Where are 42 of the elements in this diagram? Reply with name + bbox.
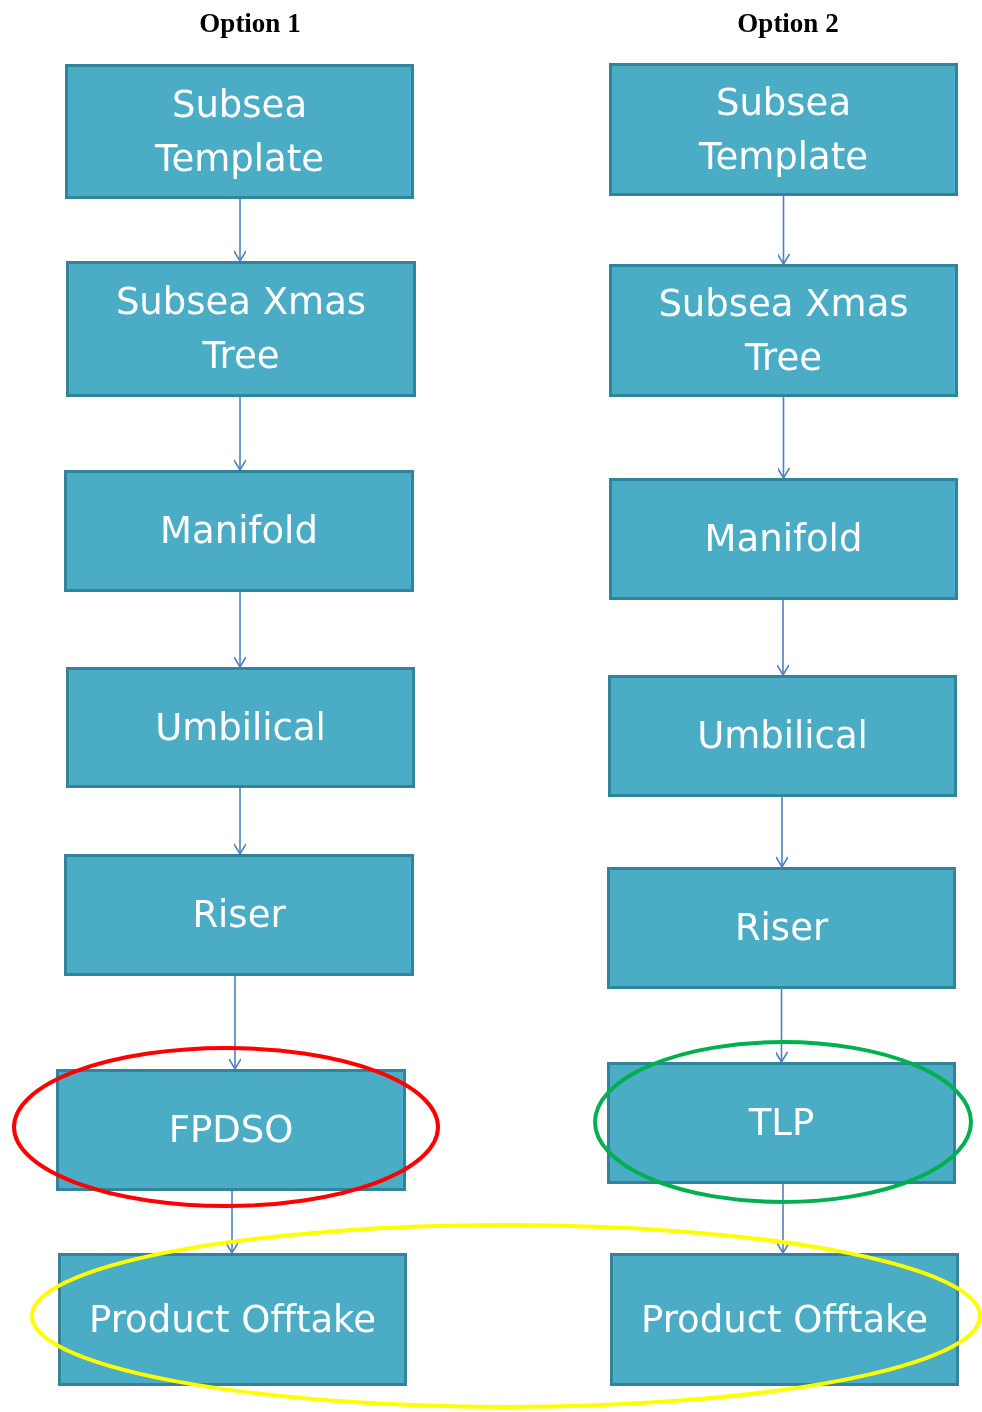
box-label: Subsea Template — [154, 81, 325, 182]
arrow — [228, 975, 242, 1070]
arrow — [776, 1183, 790, 1254]
process-box — [64, 470, 414, 592]
arrow — [233, 396, 247, 471]
process-box — [66, 667, 415, 788]
process-box — [609, 63, 958, 196]
box-label: Riser — [191, 892, 287, 939]
process-box — [56, 1069, 406, 1191]
process-box — [607, 1062, 956, 1184]
box-label: Umbilical — [696, 713, 869, 760]
arrow — [225, 1190, 239, 1254]
column-heading: Option 1 — [199, 8, 301, 39]
arrow — [233, 787, 247, 855]
arrow — [776, 396, 791, 479]
box-label: Subsea Xmas Tree — [114, 279, 368, 379]
process-box — [65, 64, 414, 199]
arrow — [775, 796, 789, 868]
box-label: TLP — [747, 1100, 816, 1147]
process-box — [66, 261, 416, 397]
box-label: Subsea Xmas Tree — [657, 280, 910, 381]
process-box — [608, 675, 957, 797]
column-heading: Option 2 — [737, 8, 839, 39]
box-label: FPDSO — [167, 1107, 295, 1154]
process-box — [609, 264, 958, 397]
process-box — [607, 867, 956, 989]
arrow — [776, 195, 791, 265]
box-label: Riser — [733, 905, 830, 952]
arrow — [774, 988, 789, 1063]
arrow — [233, 591, 247, 668]
process-box — [609, 478, 958, 600]
process-box — [58, 1253, 407, 1386]
box-label: Product Offtake — [88, 1296, 377, 1343]
process-box — [610, 1253, 959, 1386]
process-box — [64, 854, 414, 976]
box-label: Product Offtake — [640, 1296, 929, 1343]
box-label: Manifold — [159, 508, 319, 555]
box-label: Manifold — [703, 516, 864, 563]
arrow — [776, 599, 790, 676]
box-label: Umbilical — [154, 704, 327, 751]
arrow — [233, 198, 247, 262]
box-label: Subsea Template — [698, 79, 869, 180]
